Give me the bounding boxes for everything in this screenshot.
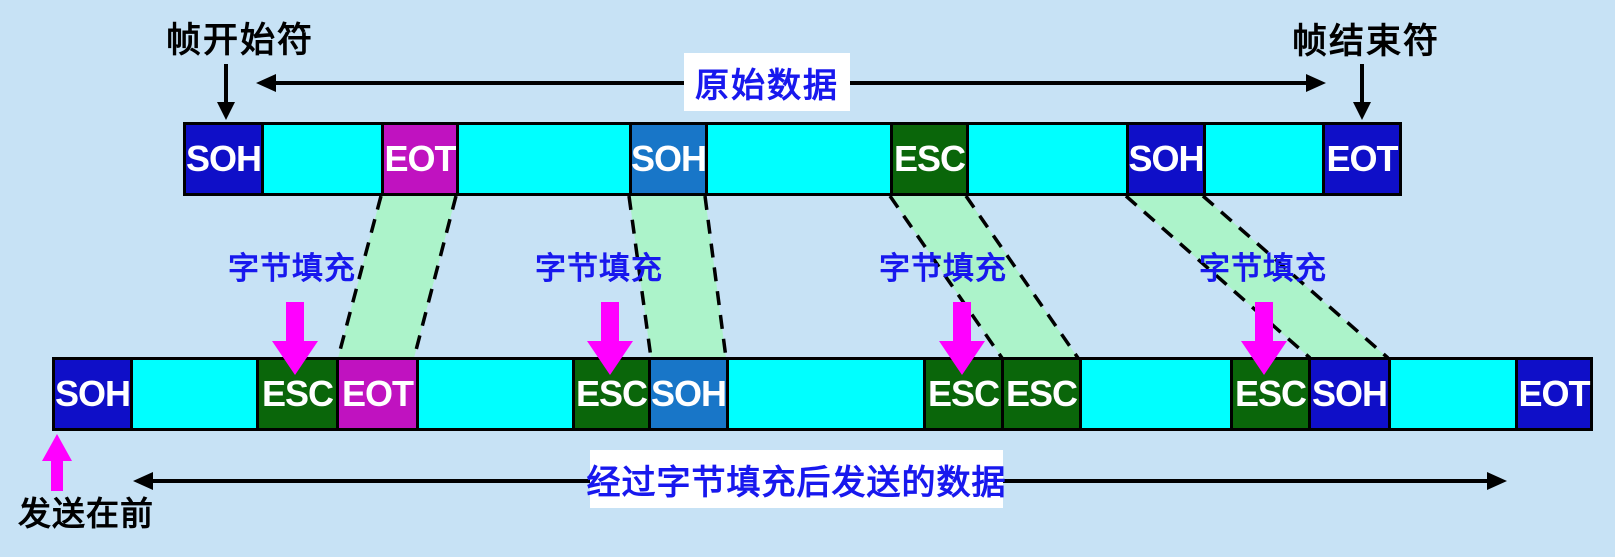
dashed-edge — [703, 195, 728, 359]
frame-end-arrow — [1353, 64, 1371, 120]
frame-cell-eot: EOT — [1515, 357, 1593, 431]
frame-start-label: 帧开始符 — [166, 21, 315, 60]
frame-cell-label: EOT — [384, 138, 456, 179]
byte-stuffing-arrow-1 — [272, 302, 318, 375]
stuffing-band-2 — [629, 196, 726, 358]
frame-cell-label: ESC — [927, 373, 1000, 414]
byte-stuffing-label-2: 字节填充 — [535, 251, 663, 286]
stuffing-band-dashed-edges — [336, 194, 1390, 360]
frame-cell-soh: SOH — [183, 122, 264, 196]
frame-cell-esc: ESC — [1001, 357, 1082, 431]
frame-cell-data — [456, 122, 632, 196]
dashed-edge — [412, 195, 458, 359]
frame-cell-eot: EOT — [381, 122, 459, 196]
dashed-edge — [1201, 194, 1390, 360]
frame-cell-data — [705, 122, 893, 196]
frame-cell-label: EOT — [1326, 138, 1398, 179]
stuffed-data-label: 经过字节填充后发送的数据 — [587, 450, 1006, 508]
stuffing-band-3 — [890, 196, 1078, 358]
byte-stuffing-arrow-3 — [939, 302, 985, 375]
frame-cell-label: SOH — [55, 373, 131, 414]
frame-cell-label: ESC — [1005, 373, 1078, 414]
sent-first-arrow — [42, 434, 72, 491]
frame-cell-label: SOH — [1128, 138, 1205, 179]
frame-cell-label: SOH — [186, 138, 262, 179]
dashed-edge — [1124, 194, 1312, 360]
stuffing-bands — [338, 196, 1388, 358]
frame-cell-data — [416, 357, 575, 431]
byte-stuffing-label-3: 字节填充 — [879, 251, 1007, 286]
byte-stuffing-label-4: 字节填充 — [1199, 251, 1327, 286]
frame-cell-soh: SOH — [648, 357, 729, 431]
frame-cell-eot: EOT — [1322, 122, 1402, 196]
frame-cell-label: ESC — [1234, 373, 1307, 414]
frame-cell-data — [1388, 357, 1518, 431]
dashed-edge — [888, 195, 1004, 359]
frame-cell-data — [966, 122, 1129, 196]
frame-cell-esc: ESC — [1230, 357, 1311, 431]
stuffing-band-1 — [338, 196, 456, 358]
frame-cell-data — [726, 357, 926, 431]
original-data-text: 原始数据 — [695, 66, 839, 105]
dashed-edge — [627, 195, 653, 359]
frame-cell-label: SOH — [1311, 373, 1388, 414]
byte-stuffing-arrow-4 — [1241, 302, 1287, 375]
frame-cell-data — [130, 357, 259, 431]
original-frame-row: SOH EOT SOH ESC SOH EOT — [183, 122, 1402, 196]
stuffing-band-4 — [1126, 196, 1388, 358]
frame-cell-label: EOT — [341, 373, 414, 414]
sent-first-label: 发送在前 — [18, 495, 154, 532]
dashed-edge — [964, 195, 1080, 359]
frame-start-arrow — [217, 64, 235, 120]
frame-cell-label: ESC — [575, 373, 648, 414]
frame-cell-data — [1079, 357, 1233, 431]
byte-stuffing-arrow-2 — [587, 302, 633, 375]
byte-stuffing-label-1: 字节填充 — [228, 251, 356, 286]
frame-end-label: 帧结束符 — [1292, 22, 1441, 61]
stuffed-frame-row: SOH ESC EOT ESC SOH ESC ESC ESC — [52, 357, 1593, 431]
stuffed-data-text: 经过字节填充后发送的数据 — [586, 463, 1007, 502]
frame-cell-data — [261, 122, 384, 196]
frame-cell-label: EOT — [1518, 373, 1590, 414]
original-data-label: 原始数据 — [684, 53, 850, 111]
dashed-edge — [336, 195, 383, 359]
frame-cell-label: ESC — [893, 138, 966, 179]
frame-cell-label: SOH — [651, 373, 727, 414]
frame-cell-label: SOH — [631, 138, 707, 179]
frame-cell-data — [1203, 122, 1325, 196]
frame-cell-esc: ESC — [890, 122, 969, 196]
frame-cell-label: ESC — [261, 373, 334, 414]
frame-cell-soh: SOH — [52, 357, 133, 431]
